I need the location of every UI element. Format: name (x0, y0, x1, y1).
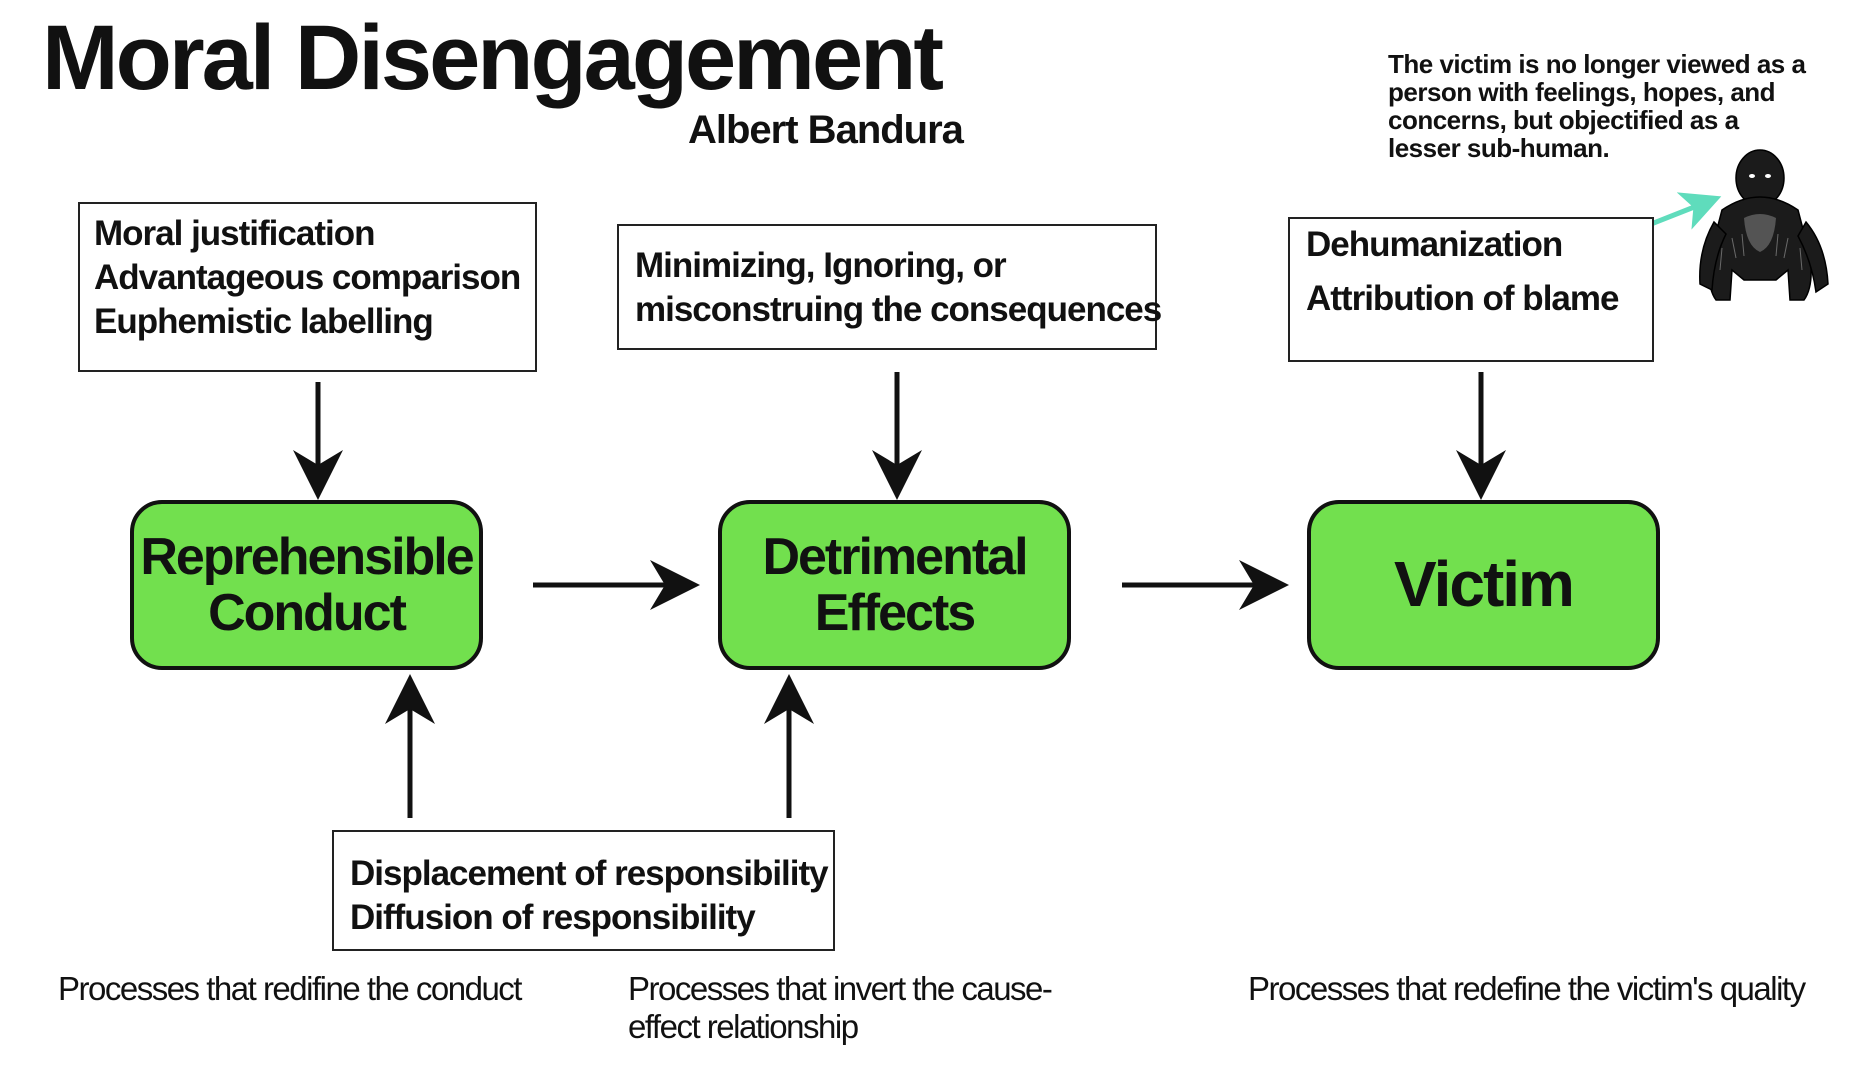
advantageous-comparison-label: Advantageous comparison (94, 257, 521, 297)
minimizing-label-line2: misconstruing the consequences (635, 289, 1162, 329)
node-detrimental-effects: Detrimental Effects (718, 500, 1071, 670)
victim-mechanisms-box: Dehumanization Attribution of blame (1288, 217, 1654, 362)
page-subtitle: Albert Bandura (688, 108, 964, 152)
euphemistic-labelling-label: Euphemistic labelling (94, 301, 434, 341)
node-victim-label: Victim (1394, 548, 1575, 621)
node-victim: Victim (1307, 500, 1660, 670)
responsibility-mechanisms-box: Displacement of responsibility Diffusion… (332, 830, 835, 951)
attribution-of-blame-label: Attribution of blame (1306, 277, 1619, 329)
node-effects-line2: Effects (814, 584, 976, 642)
node-effects-line1: Detrimental (762, 527, 1028, 586)
dehumanization-note: The victim is no longer viewed as a pers… (1388, 49, 1806, 164)
caption-victim: Processes that redefine the victim's qua… (1248, 970, 1806, 1007)
node-reprehensible-conduct: Reprehensible Conduct (130, 500, 483, 670)
diffusion-label: Diffusion of responsibility (350, 897, 756, 937)
node-conduct-line2: Conduct (208, 584, 407, 642)
moral-justification-label: Moral justification (94, 212, 375, 264)
displacement-label: Displacement of responsibility (350, 854, 829, 893)
conduct-mechanisms-box: Moral justification Advantageous compari… (78, 202, 537, 372)
caption-effects: Processes that invert the cause-effect r… (628, 970, 1053, 1045)
minimizing-label-line1: Minimizing, Ignoring, or (635, 246, 1007, 285)
effects-mechanisms-box: Minimizing, Ignoring, or misconstruing t… (617, 224, 1162, 350)
dehumanization-label: Dehumanization (1306, 223, 1563, 275)
node-conduct-line1: Reprehensible (140, 527, 474, 586)
caption-conduct: Processes that redifine the conduct (58, 970, 522, 1007)
page-title: Moral Disengagement (42, 7, 944, 109)
gorilla-icon (1699, 149, 1829, 301)
